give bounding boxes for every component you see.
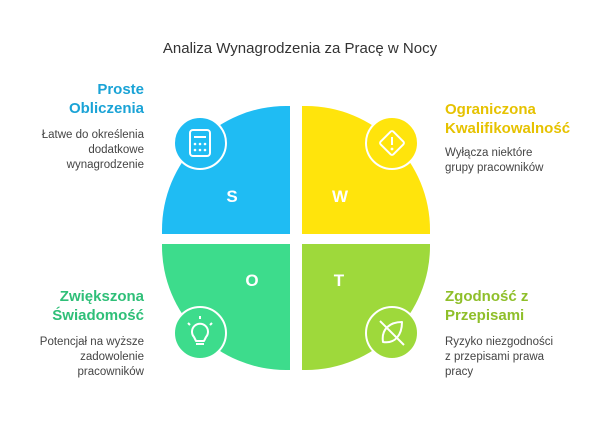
diagram-title: Analiza Wynagrodzenia za Pracę w Nocy	[162, 40, 438, 57]
opportunity-title: Zwiększona Świadomość	[52, 288, 144, 324]
no-leaf-icon	[365, 306, 419, 360]
lightbulb-icon	[173, 306, 227, 360]
weakness-description: Wyłącza niektóre grupy pracowników	[445, 147, 544, 174]
weakness-title: Ograniczona Kwalifikowalność	[445, 101, 571, 137]
weakness-quadrant	[302, 106, 430, 234]
opportunity-quadrant	[162, 244, 290, 370]
strength-letter: S	[226, 187, 237, 206]
warning-diamond-icon	[365, 116, 419, 170]
opportunity-letter: O	[245, 271, 258, 290]
strength-description: Łatwe do określenia dodatkowe wynagrodze…	[41, 129, 144, 171]
opportunity-description: Potencjał na wyższe zadowolenie pracowni…	[39, 336, 144, 378]
threat-letter: T	[334, 271, 345, 290]
threat-quadrant	[302, 244, 430, 370]
threat-description: Ryzyko niezgodności z przepisami prawa p…	[445, 336, 554, 378]
strength-quadrant	[162, 106, 290, 234]
threat-title: Zgodność z Przepisami	[445, 288, 529, 324]
calculator-icon	[173, 116, 227, 170]
strength-title: Proste Obliczenia	[68, 81, 144, 117]
weakness-letter: W	[332, 187, 349, 206]
